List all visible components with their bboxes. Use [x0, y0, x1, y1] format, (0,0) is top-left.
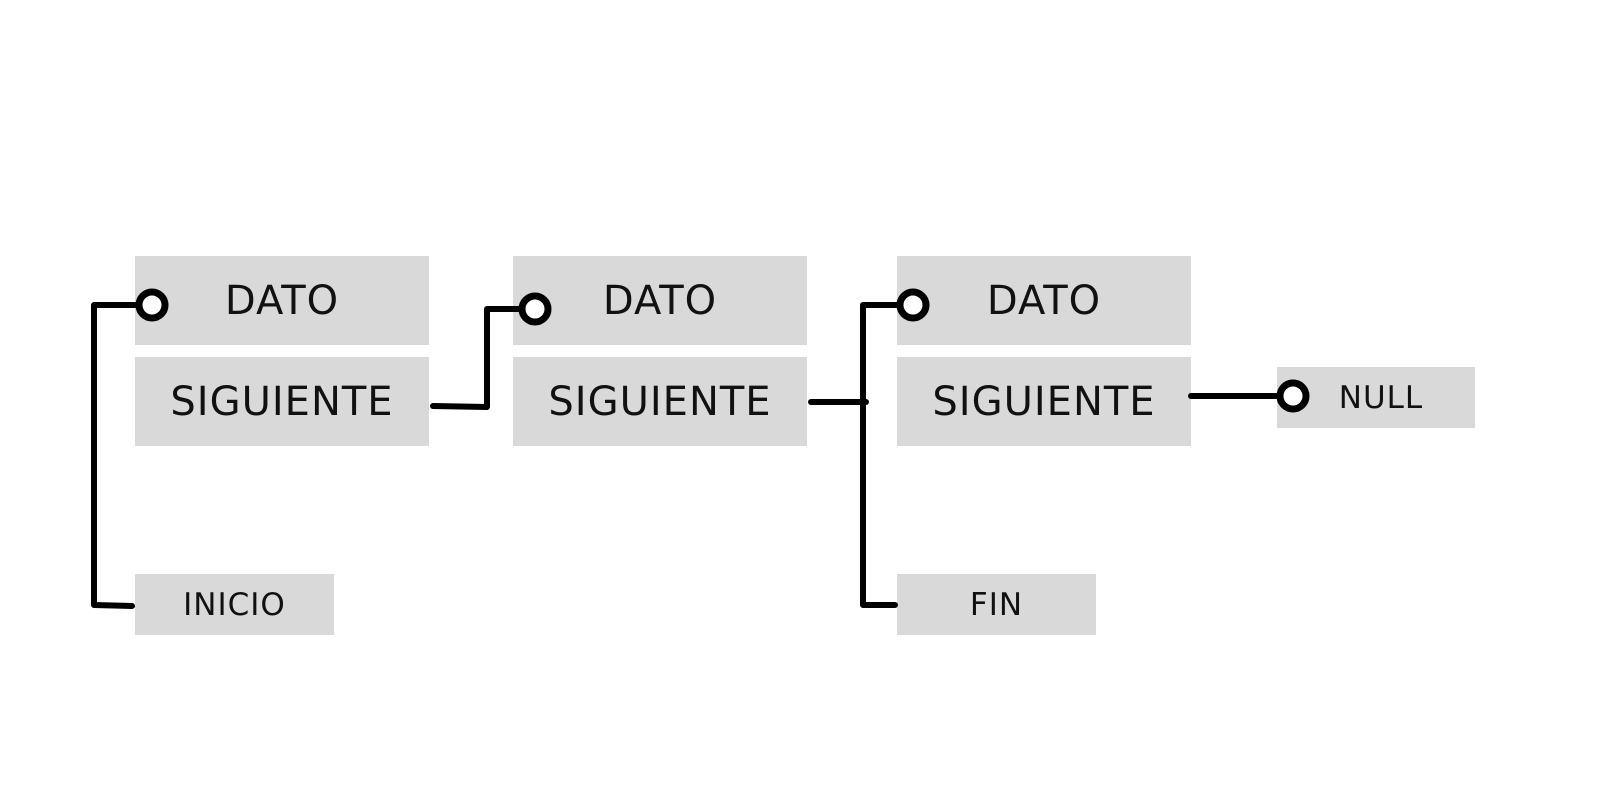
ring-connector-icon — [135, 288, 169, 322]
node-3-dato-label: DATO — [986, 277, 1102, 324]
ring-connector-icon — [518, 292, 552, 326]
ring-connector-icon — [1276, 379, 1310, 413]
node-1-dato-label: DATO — [224, 277, 340, 324]
inicio-label: INICIO — [183, 586, 286, 623]
inicio-connector-line — [91, 302, 138, 609]
node-3-dato-box: DATO — [897, 256, 1191, 345]
node-1-siguiente-box: SIGUIENTE — [135, 357, 429, 446]
node-3-siguiente-box: SIGUIENTE — [897, 357, 1191, 446]
null-box: NULL — [1277, 367, 1475, 428]
fin-connector-line — [860, 302, 900, 608]
node-2-dato-box: DATO — [513, 256, 807, 345]
node-1-next-connector-line — [430, 306, 522, 410]
node-1-dato-box: DATO — [135, 256, 429, 345]
fin-label: FIN — [969, 586, 1024, 623]
ring-connector-icon — [896, 288, 930, 322]
inicio-box: INICIO — [135, 574, 334, 635]
node-3-siguiente-label: SIGUIENTE — [932, 378, 1156, 425]
node-1-siguiente-label: SIGUIENTE — [170, 378, 394, 425]
node-2-siguiente-label: SIGUIENTE — [548, 378, 772, 425]
fin-box: FIN — [897, 574, 1096, 635]
null-label: NULL — [1338, 379, 1424, 416]
node-2-dato-label: DATO — [602, 277, 718, 324]
node-2-siguiente-box: SIGUIENTE — [513, 357, 807, 446]
